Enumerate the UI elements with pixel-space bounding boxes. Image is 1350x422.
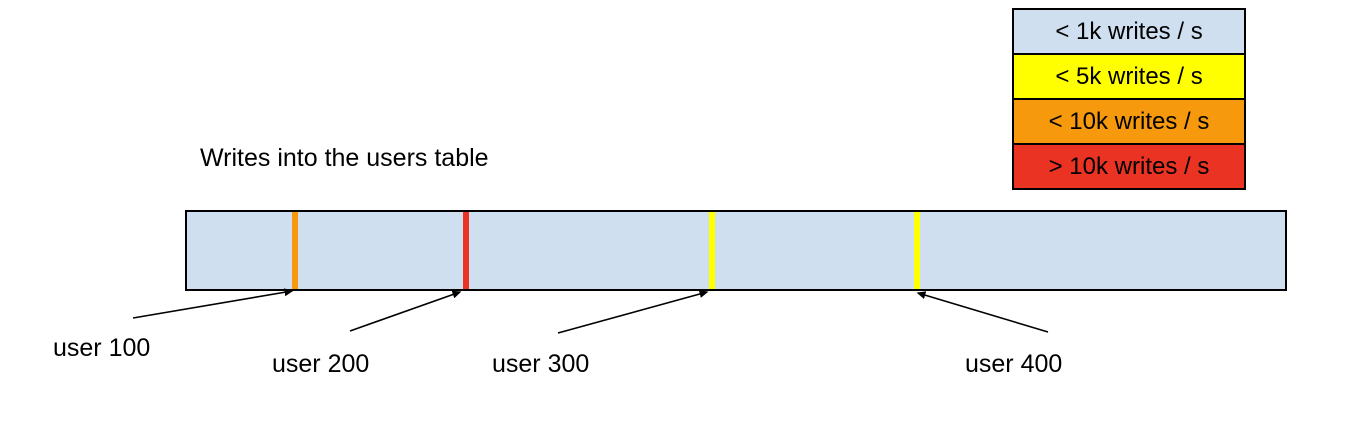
arrow-user-300 [557,290,709,334]
user-100-label: user 100 [53,334,151,362]
users-table-bar [185,210,1287,291]
legend-item-lt-5k: < 5k writes / s [1012,53,1246,100]
write-marker-user-100 [292,212,299,289]
write-marker-user-300 [708,212,715,289]
user-400-label: user 400 [965,350,1063,378]
diagram-title: Writes into the users table [200,144,489,172]
write-rate-legend: < 1k writes / s < 5k writes / s < 10k wr… [1012,8,1246,190]
arrow-user-400 [916,291,1049,333]
write-marker-user-400 [913,212,920,289]
arrow-user-100 [132,288,294,319]
user-200-label: user 200 [272,350,370,378]
legend-item-lt-1k: < 1k writes / s [1012,8,1246,55]
user-300-label: user 300 [492,350,590,378]
arrow-user-200 [349,290,462,332]
write-marker-user-200 [462,212,469,289]
legend-item-lt-10k: < 10k writes / s [1012,98,1246,145]
legend-item-gt-10k: > 10k writes / s [1012,143,1246,190]
